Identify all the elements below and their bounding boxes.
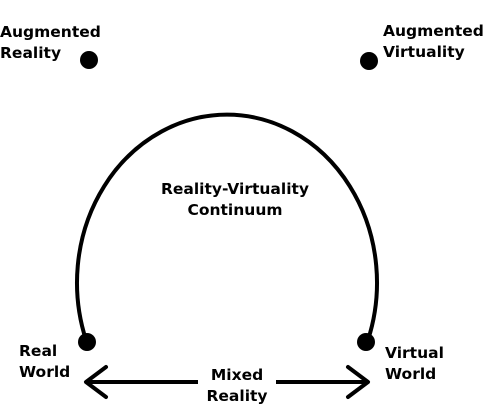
- mixed-reality-label-line-1: Mixed: [210, 366, 264, 384]
- continuum-arc: [75, 112, 379, 341]
- real-world-label: Real World: [19, 341, 70, 383]
- augmented-virtuality-label-line-1: Augmented: [383, 22, 484, 40]
- augmented-virtuality-node: [360, 52, 378, 70]
- augmented-virtuality-label: Augmented Virtuality: [383, 21, 484, 63]
- center-title-line-1: Reality-Virtuality: [160, 180, 310, 198]
- virtual-world-node: [357, 333, 375, 351]
- real-world-node: [78, 333, 96, 351]
- augmented-virtuality-label-line-2: Virtuality: [383, 43, 465, 61]
- virtual-world-label-line-1: Virtual: [385, 344, 444, 362]
- mixed-reality-label-line-2: Reality: [206, 387, 268, 405]
- real-world-label-line-2: World: [19, 363, 71, 381]
- augmented-reality-label-line-1: Augmented: [0, 23, 101, 41]
- mixed-reality-arrow: [84, 365, 370, 399]
- real-world-label-line-1: Real: [19, 342, 58, 360]
- virtual-world-label-line-2: World: [385, 365, 437, 383]
- center-title: Reality-Virtuality Continuum: [130, 179, 340, 221]
- augmented-reality-node: [80, 51, 98, 69]
- arrow-head-left: [84, 365, 108, 399]
- mixed-reality-label: Mixed Reality: [198, 365, 276, 407]
- center-title-line-2: Continuum: [187, 201, 283, 219]
- arrow-head-right: [346, 365, 370, 399]
- virtual-world-label: Virtual World: [385, 343, 444, 385]
- augmented-reality-label-line-2: Reality: [0, 44, 62, 62]
- augmented-reality-label: Augmented Reality: [0, 22, 101, 64]
